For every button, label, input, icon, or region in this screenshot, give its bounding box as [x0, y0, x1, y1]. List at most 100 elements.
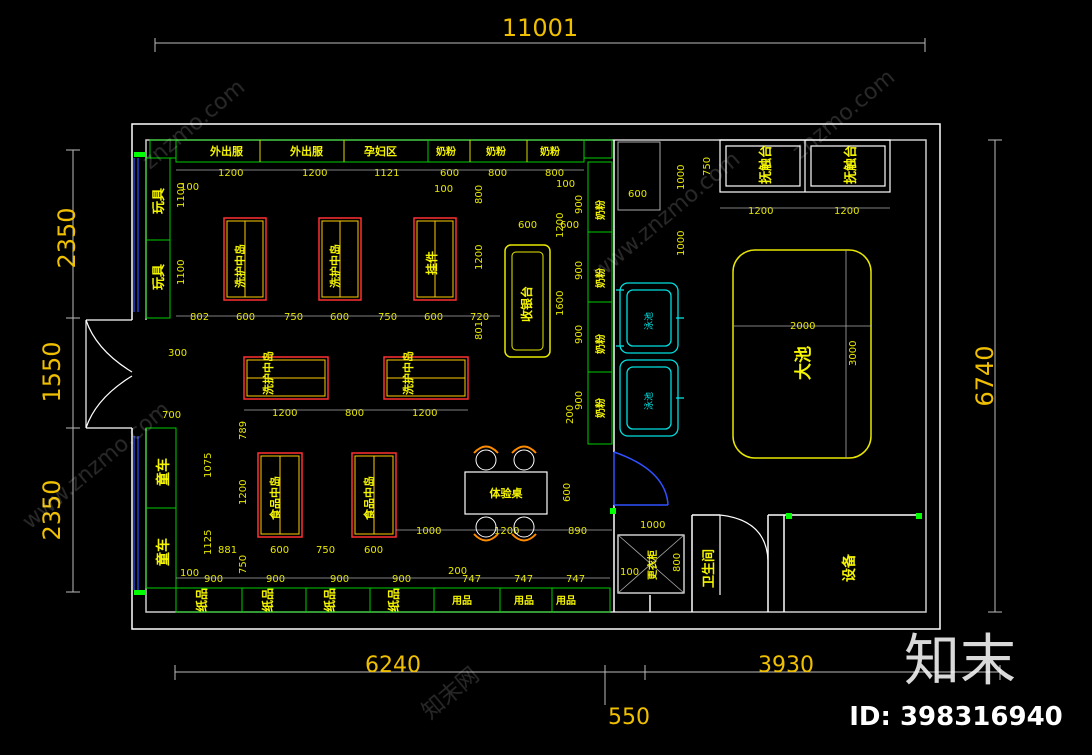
dim-1075: 1075: [203, 453, 214, 478]
chair-backs: [473, 445, 537, 542]
left-shelf: [145, 157, 171, 319]
changing-tables: [719, 139, 891, 193]
label-waichu-1: 外出服: [209, 144, 244, 158]
dim-left-1100b: 1100: [176, 260, 187, 285]
label-zhipin-1: 纸品: [194, 588, 209, 612]
dim-row-600b: 600: [330, 312, 349, 323]
dim-cash-600a: 600: [518, 220, 537, 231]
dim-cash-1200: 1200: [555, 213, 566, 238]
dim-food-890: 890: [568, 526, 587, 537]
label-xihu-2: 洗护中岛: [328, 244, 342, 288]
dim-milk-900b: 900: [574, 261, 585, 280]
label-naifen-top-2: 奶粉: [486, 145, 506, 158]
dim-row-800: 800: [345, 408, 364, 419]
dim-right-1000b: 1000: [676, 231, 687, 256]
dim-right-height: 6740: [971, 345, 999, 406]
dim-left-mid: 1550: [38, 341, 66, 402]
dim-fuchu-1200a: 1200: [748, 206, 773, 217]
upper-islands-inner: [226, 220, 466, 397]
chairs: [475, 449, 535, 538]
dim-bottom-left: 6240: [365, 653, 421, 678]
food-islands: [257, 452, 397, 538]
dim-cash-1600: 1600: [555, 291, 566, 316]
dim-row-600c: 600: [424, 312, 443, 323]
label-yunfu: 孕妇区: [364, 144, 397, 158]
dim-food-1200: 1200: [494, 526, 519, 537]
dim-v-1200: 1200: [474, 245, 485, 270]
dim-left-bottom: 2350: [38, 479, 66, 540]
label-naifen-r1: 奶粉: [594, 200, 607, 220]
dim-food-750: 750: [316, 545, 335, 556]
label-fuchu-2: 抚触台: [843, 145, 859, 184]
label-wanju-1: 玩具: [152, 188, 167, 214]
dim-bot-900a: 900: [204, 574, 223, 585]
green-markers: [134, 152, 922, 595]
dim-food-600b: 600: [364, 545, 383, 556]
dim-bottom-right: 3930: [758, 653, 814, 678]
dim-row-720: 720: [470, 312, 489, 323]
label-dachi: 大池: [793, 346, 814, 380]
label-tongche-2: 童车: [155, 538, 172, 566]
label-xiaochi-1: 泳池: [643, 312, 655, 330]
label-weisheng: 卫生间: [701, 549, 717, 588]
dim-1200-food: 1200: [238, 480, 249, 505]
dim-right-600: 600: [628, 189, 647, 200]
label-naifen-top-3: 奶粉: [540, 145, 560, 158]
label-naifen-r2: 奶粉: [594, 268, 607, 288]
dim-row-1200a: 1200: [272, 408, 297, 419]
label-shouyin: 收银台: [519, 286, 534, 322]
label-xiaochi-2: 泳池: [643, 392, 655, 410]
entrance-gap: [128, 320, 148, 428]
baby-pools: [616, 282, 684, 437]
dim-bot-100: 100: [180, 568, 199, 579]
walls: [131, 123, 941, 630]
top-shelf-dividers: [259, 140, 528, 162]
dim-bot-900b: 900: [266, 574, 285, 585]
upper-islands: [223, 217, 469, 400]
cashier-desk: [504, 244, 551, 358]
dim-1125: 1125: [203, 530, 214, 555]
label-fuchu-1: 抚触台: [758, 145, 774, 184]
milk-column: [587, 161, 613, 445]
dim-left-1100a: 1100: [176, 183, 187, 208]
dim-total-width: 11001: [502, 14, 578, 42]
locker-unit: [617, 141, 661, 211]
dim-top-1200a: 1200: [218, 168, 243, 179]
label-shebei: 设备: [841, 553, 858, 582]
dim-881: 881: [218, 545, 237, 556]
dim-row-1200b: 1200: [412, 408, 437, 419]
label-naifen-r4: 奶粉: [594, 398, 607, 418]
dim-top-100b: 100: [434, 184, 453, 195]
dim-fuchu-1200b: 1200: [834, 206, 859, 217]
dim-789: 789: [238, 421, 249, 440]
dim-locker-100: 100: [620, 567, 639, 578]
dim-700: 700: [162, 410, 181, 421]
label-guaojian: 挂件: [424, 251, 439, 275]
dim-top-100c: 100: [556, 179, 575, 190]
label-wanju-2: 玩具: [152, 264, 167, 290]
dim-milk-900c: 900: [574, 325, 585, 344]
dim-top-800a: 800: [488, 168, 507, 179]
label-naifen-r3: 奶粉: [594, 334, 607, 354]
dim-table-600: 600: [562, 483, 573, 502]
label-tiyan: 体验桌: [490, 486, 524, 500]
label-yongpin-1: 用品: [451, 595, 472, 607]
label-gengyi: 更衣柜: [646, 550, 659, 580]
dim-bot-900c: 900: [330, 574, 349, 585]
label-tongche-1: 童车: [155, 458, 172, 486]
dim-bot-900d: 900: [392, 574, 411, 585]
label-naifen-top-1: 奶粉: [436, 145, 456, 158]
dim-row-600a: 600: [236, 312, 255, 323]
toilet-door: [719, 514, 769, 595]
dim-locker-1000: 1000: [640, 520, 665, 531]
dim-top-1200b: 1200: [302, 168, 327, 179]
dim-top-600: 600: [440, 168, 459, 179]
dim-milk-900a: 900: [574, 195, 585, 214]
locker-cross: [617, 534, 685, 594]
watermark-site-3: www.znzmo.com: [18, 397, 175, 535]
stroller-area: [145, 427, 177, 589]
label-waichu-2: 外出服: [289, 144, 324, 158]
experience-table: [464, 471, 548, 515]
big-pool: [732, 249, 872, 459]
